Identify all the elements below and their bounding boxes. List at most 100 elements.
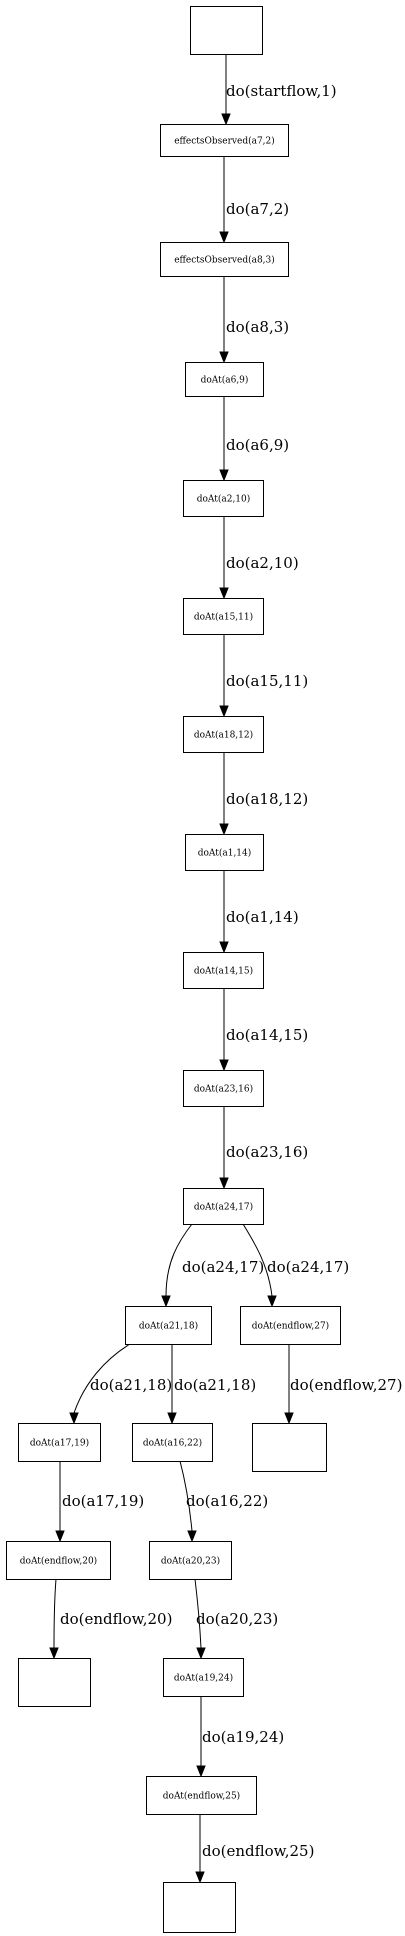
arrowhead-icon [187, 1530, 197, 1543]
node-label: doAt(endflow,25) [163, 1791, 240, 1802]
node-n7: doAt(a1,14) [185, 834, 264, 871]
node-box [125, 1306, 212, 1345]
edge-label: do(a1,14) [226, 908, 299, 926]
node-label: doAt(a6,9) [201, 375, 249, 386]
node-box [160, 242, 289, 277]
edge-label: do(a7,2) [226, 200, 289, 218]
edge-n3-to-n4: do(a6,9) [219, 396, 289, 482]
node-n6: doAt(a18,12) [183, 716, 264, 753]
edge-label: do(a19,24) [202, 1728, 284, 1746]
node-box [185, 834, 264, 871]
edge-n11-to-n13: do(a21,18) [69, 1343, 172, 1425]
node-label: doAt(a15,11) [194, 612, 253, 623]
arrowhead-icon [69, 1412, 79, 1425]
edge-n8-to-n9: do(a14,15) [219, 988, 308, 1072]
node-box [132, 1423, 213, 1462]
edge-label: do(a21,18) [90, 1376, 172, 1394]
node-n10: doAt(a24,17) [183, 1188, 264, 1225]
node-n18: doAt(endflow,25) [146, 1776, 257, 1815]
arrowhead-icon [219, 469, 229, 482]
arrowhead-icon [221, 113, 231, 126]
node-label: doAt(a2,10) [197, 494, 251, 505]
node-box [18, 1658, 91, 1707]
node-box [163, 1882, 236, 1933]
node-box [163, 1658, 244, 1697]
node-label: doAt(a24,17) [194, 1202, 253, 1213]
edge-n10-to-n12: do(a24,17) [242, 1223, 349, 1308]
edge-label: do(endflow,20) [60, 1610, 172, 1628]
edge-label: do(a18,12) [226, 790, 308, 808]
edge-line [165, 1223, 193, 1297]
edge-n12-to-end_right: do(endflow,27) [284, 1344, 402, 1425]
node-label: doAt(a21,18) [139, 1321, 198, 1332]
node-label: doAt(a1,14) [198, 848, 252, 859]
node-box [18, 1423, 101, 1462]
arrowhead-icon [161, 1295, 171, 1308]
node-label: effectsObserved(a8,3) [174, 255, 275, 266]
arrowhead-icon [219, 823, 229, 836]
edge-n18-to-end_mid: do(endflow,25) [195, 1814, 314, 1884]
edge-n14-to-n16: do(a16,22) [179, 1460, 268, 1543]
edge-label: do(endflow,25) [202, 1842, 314, 1860]
edge-n7-to-n8: do(a1,14) [219, 870, 299, 954]
node-label: doAt(a14,15) [194, 966, 253, 977]
edge-n4-to-n5: do(a2,10) [219, 516, 299, 600]
node-n1: effectsObserved(a7,2) [160, 124, 289, 157]
arrowhead-icon [219, 941, 229, 954]
node-start [190, 6, 263, 55]
node-box [240, 1306, 341, 1345]
node-n16: doAt(a20,23) [149, 1541, 232, 1580]
arrowhead-icon [267, 1295, 277, 1308]
edge-line [179, 1460, 193, 1532]
node-label: doAt(a23,16) [194, 1084, 253, 1095]
edge-line [53, 1578, 57, 1649]
node-end_left [18, 1658, 91, 1707]
arrowhead-icon [219, 231, 229, 244]
node-n3: doAt(a6,9) [185, 362, 264, 397]
arrowhead-icon [219, 587, 229, 600]
node-n5: doAt(a15,11) [183, 598, 264, 635]
node-n14: doAt(a16,22) [132, 1423, 213, 1462]
edge-label: do(endflow,27) [290, 1376, 402, 1394]
edge-n17-to-n18: do(a19,24) [196, 1696, 284, 1778]
edge-label: do(a20,23) [196, 1610, 278, 1628]
arrowhead-icon [55, 1530, 65, 1543]
edge-line [73, 1343, 131, 1414]
node-box [183, 598, 264, 635]
node-n4: doAt(a2,10) [183, 480, 264, 517]
node-box [252, 1423, 327, 1472]
node-box [160, 124, 289, 157]
edge-label: do(a2,10) [226, 554, 299, 572]
edge-label: do(a17,19) [62, 1492, 144, 1510]
node-label: doAt(a16,22) [143, 1438, 202, 1449]
edge-n1-to-n2: do(a7,2) [219, 156, 289, 244]
node-n8: doAt(a14,15) [183, 952, 264, 989]
node-n15: doAt(endflow,20) [6, 1541, 111, 1580]
node-box [149, 1541, 232, 1580]
arrowhead-icon [49, 1647, 59, 1660]
node-box [183, 1188, 264, 1225]
node-label: doAt(endflow,27) [252, 1321, 329, 1332]
edge-line [194, 1578, 202, 1649]
edge-label: do(a8,3) [226, 318, 289, 336]
node-box [185, 362, 264, 397]
edge-n5-to-n6: do(a15,11) [219, 634, 308, 718]
arrowhead-icon [196, 1765, 206, 1778]
node-n17: doAt(a19,24) [163, 1658, 244, 1697]
edge-label: do(a21,18) [174, 1376, 256, 1394]
node-label: doAt(a19,24) [174, 1673, 233, 1684]
node-n11: doAt(a21,18) [125, 1306, 212, 1345]
edge-label: do(a23,16) [226, 1143, 308, 1161]
node-end_right [252, 1423, 327, 1472]
node-label: doAt(endflow,20) [20, 1556, 97, 1567]
edge-label: do(startflow,1) [226, 82, 337, 100]
arrowhead-icon [195, 1871, 205, 1884]
node-label: doAt(a18,12) [194, 730, 253, 741]
node-n13: doAt(a17,19) [18, 1423, 101, 1462]
edge-label: do(a6,9) [226, 436, 289, 454]
arrowhead-icon [219, 705, 229, 718]
node-n2: effectsObserved(a8,3) [160, 242, 289, 277]
node-end_mid [163, 1882, 236, 1933]
node-label: doAt(a20,23) [161, 1556, 220, 1567]
